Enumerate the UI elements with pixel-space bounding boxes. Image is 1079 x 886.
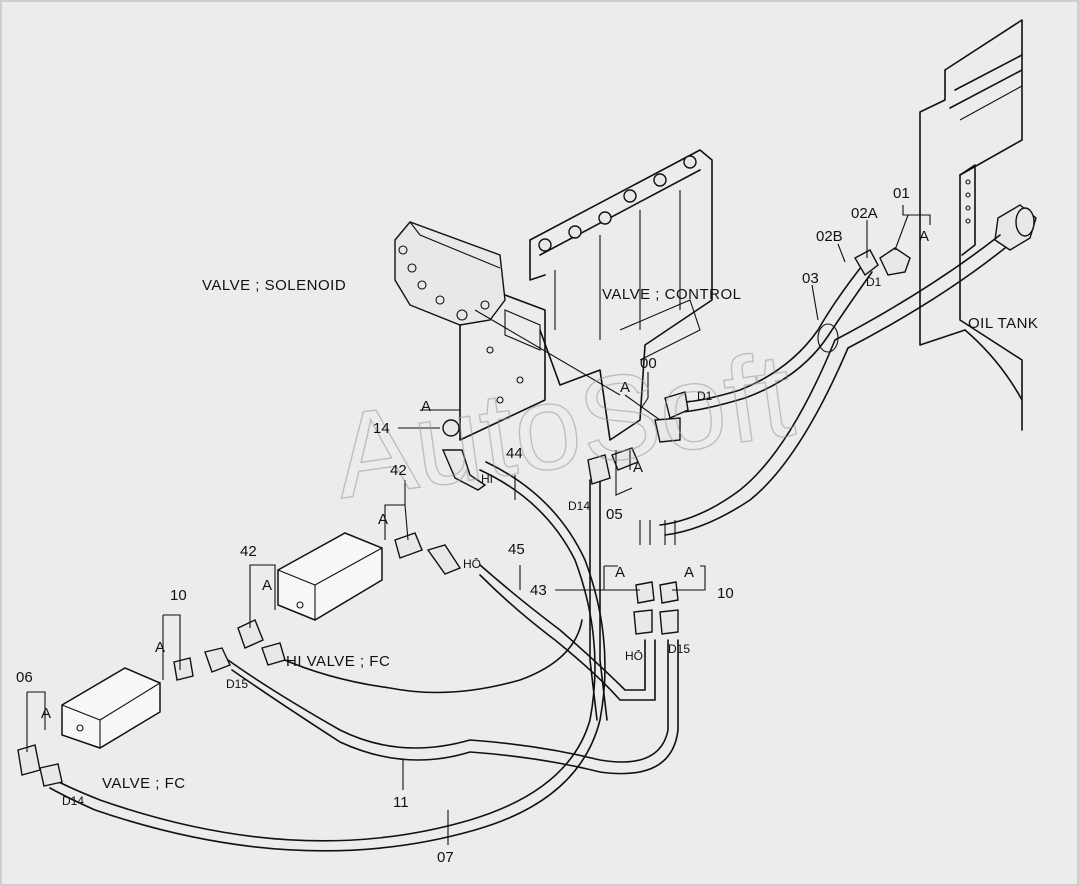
port-label-ho-left: HŌ	[463, 557, 481, 571]
part-number-14: 14	[373, 420, 390, 437]
fittings	[17, 247, 911, 787]
part-number-07: 07	[437, 849, 454, 866]
label-valve-control: VALVE ; CONTROL	[602, 286, 741, 303]
label-oil-tank: OIL TANK	[968, 315, 1038, 332]
label-valve-fc: VALVE ; FC	[102, 775, 186, 792]
part-number-11: 11	[393, 794, 409, 811]
part-number-01: 01	[893, 185, 910, 202]
port-label-d1-upper: D1	[866, 275, 882, 289]
port-label-d15-right: D15	[668, 642, 690, 656]
control-valve	[529, 149, 713, 441]
port-label-d14-lower: D14	[62, 794, 84, 808]
part-number-05: 05	[606, 506, 623, 523]
part-number-00: 00	[640, 355, 657, 372]
hoses	[49, 234, 1006, 852]
callout-a-43: A	[615, 564, 625, 581]
part-number-45: 45	[508, 541, 525, 558]
part-number-06: 06	[16, 669, 33, 686]
port-label-ho-right: HŌ	[625, 649, 643, 663]
leader-lines	[26, 205, 931, 845]
callout-a-01: A	[919, 228, 929, 245]
callout-a-10-left: A	[155, 639, 165, 656]
part-number-10-right: 10	[717, 585, 734, 602]
callout-a-00: A	[620, 379, 630, 396]
oil-tank	[919, 19, 1037, 431]
callout-a-42-lower: A	[262, 577, 272, 594]
watermark: AutoSoft	[326, 327, 800, 524]
part-number-43: 43	[530, 582, 547, 599]
label-valve-solenoid: VALVE ; SOLENOID	[202, 277, 346, 294]
port-label-d15-left: D15	[226, 677, 248, 691]
callout-a-05: A	[633, 459, 643, 476]
callout-a-10-right: A	[684, 564, 694, 581]
fc-valve-upper	[277, 532, 383, 621]
solenoid-valve	[394, 221, 621, 441]
label-valve-fc-hi: HI VALVE ; FC	[286, 653, 390, 670]
port-label-d14-upper: D14	[568, 499, 590, 513]
callout-a-06: A	[41, 705, 51, 722]
part-number-44: 44	[506, 445, 523, 462]
port-label-d1-lower: D1	[697, 389, 713, 403]
part-number-42-upper: 42	[390, 462, 407, 479]
part-number-10-left: 10	[170, 587, 187, 604]
part-number-02a: 02A	[851, 205, 878, 222]
part-number-42-lower: 42	[240, 543, 257, 560]
callout-a-42-upper: A	[378, 511, 388, 528]
port-label-hi: HI	[481, 472, 493, 486]
callout-a-14: A	[421, 398, 431, 415]
fc-valve-lower	[61, 667, 161, 749]
part-number-03: 03	[802, 270, 819, 287]
part-number-02b: 02B	[816, 228, 843, 245]
